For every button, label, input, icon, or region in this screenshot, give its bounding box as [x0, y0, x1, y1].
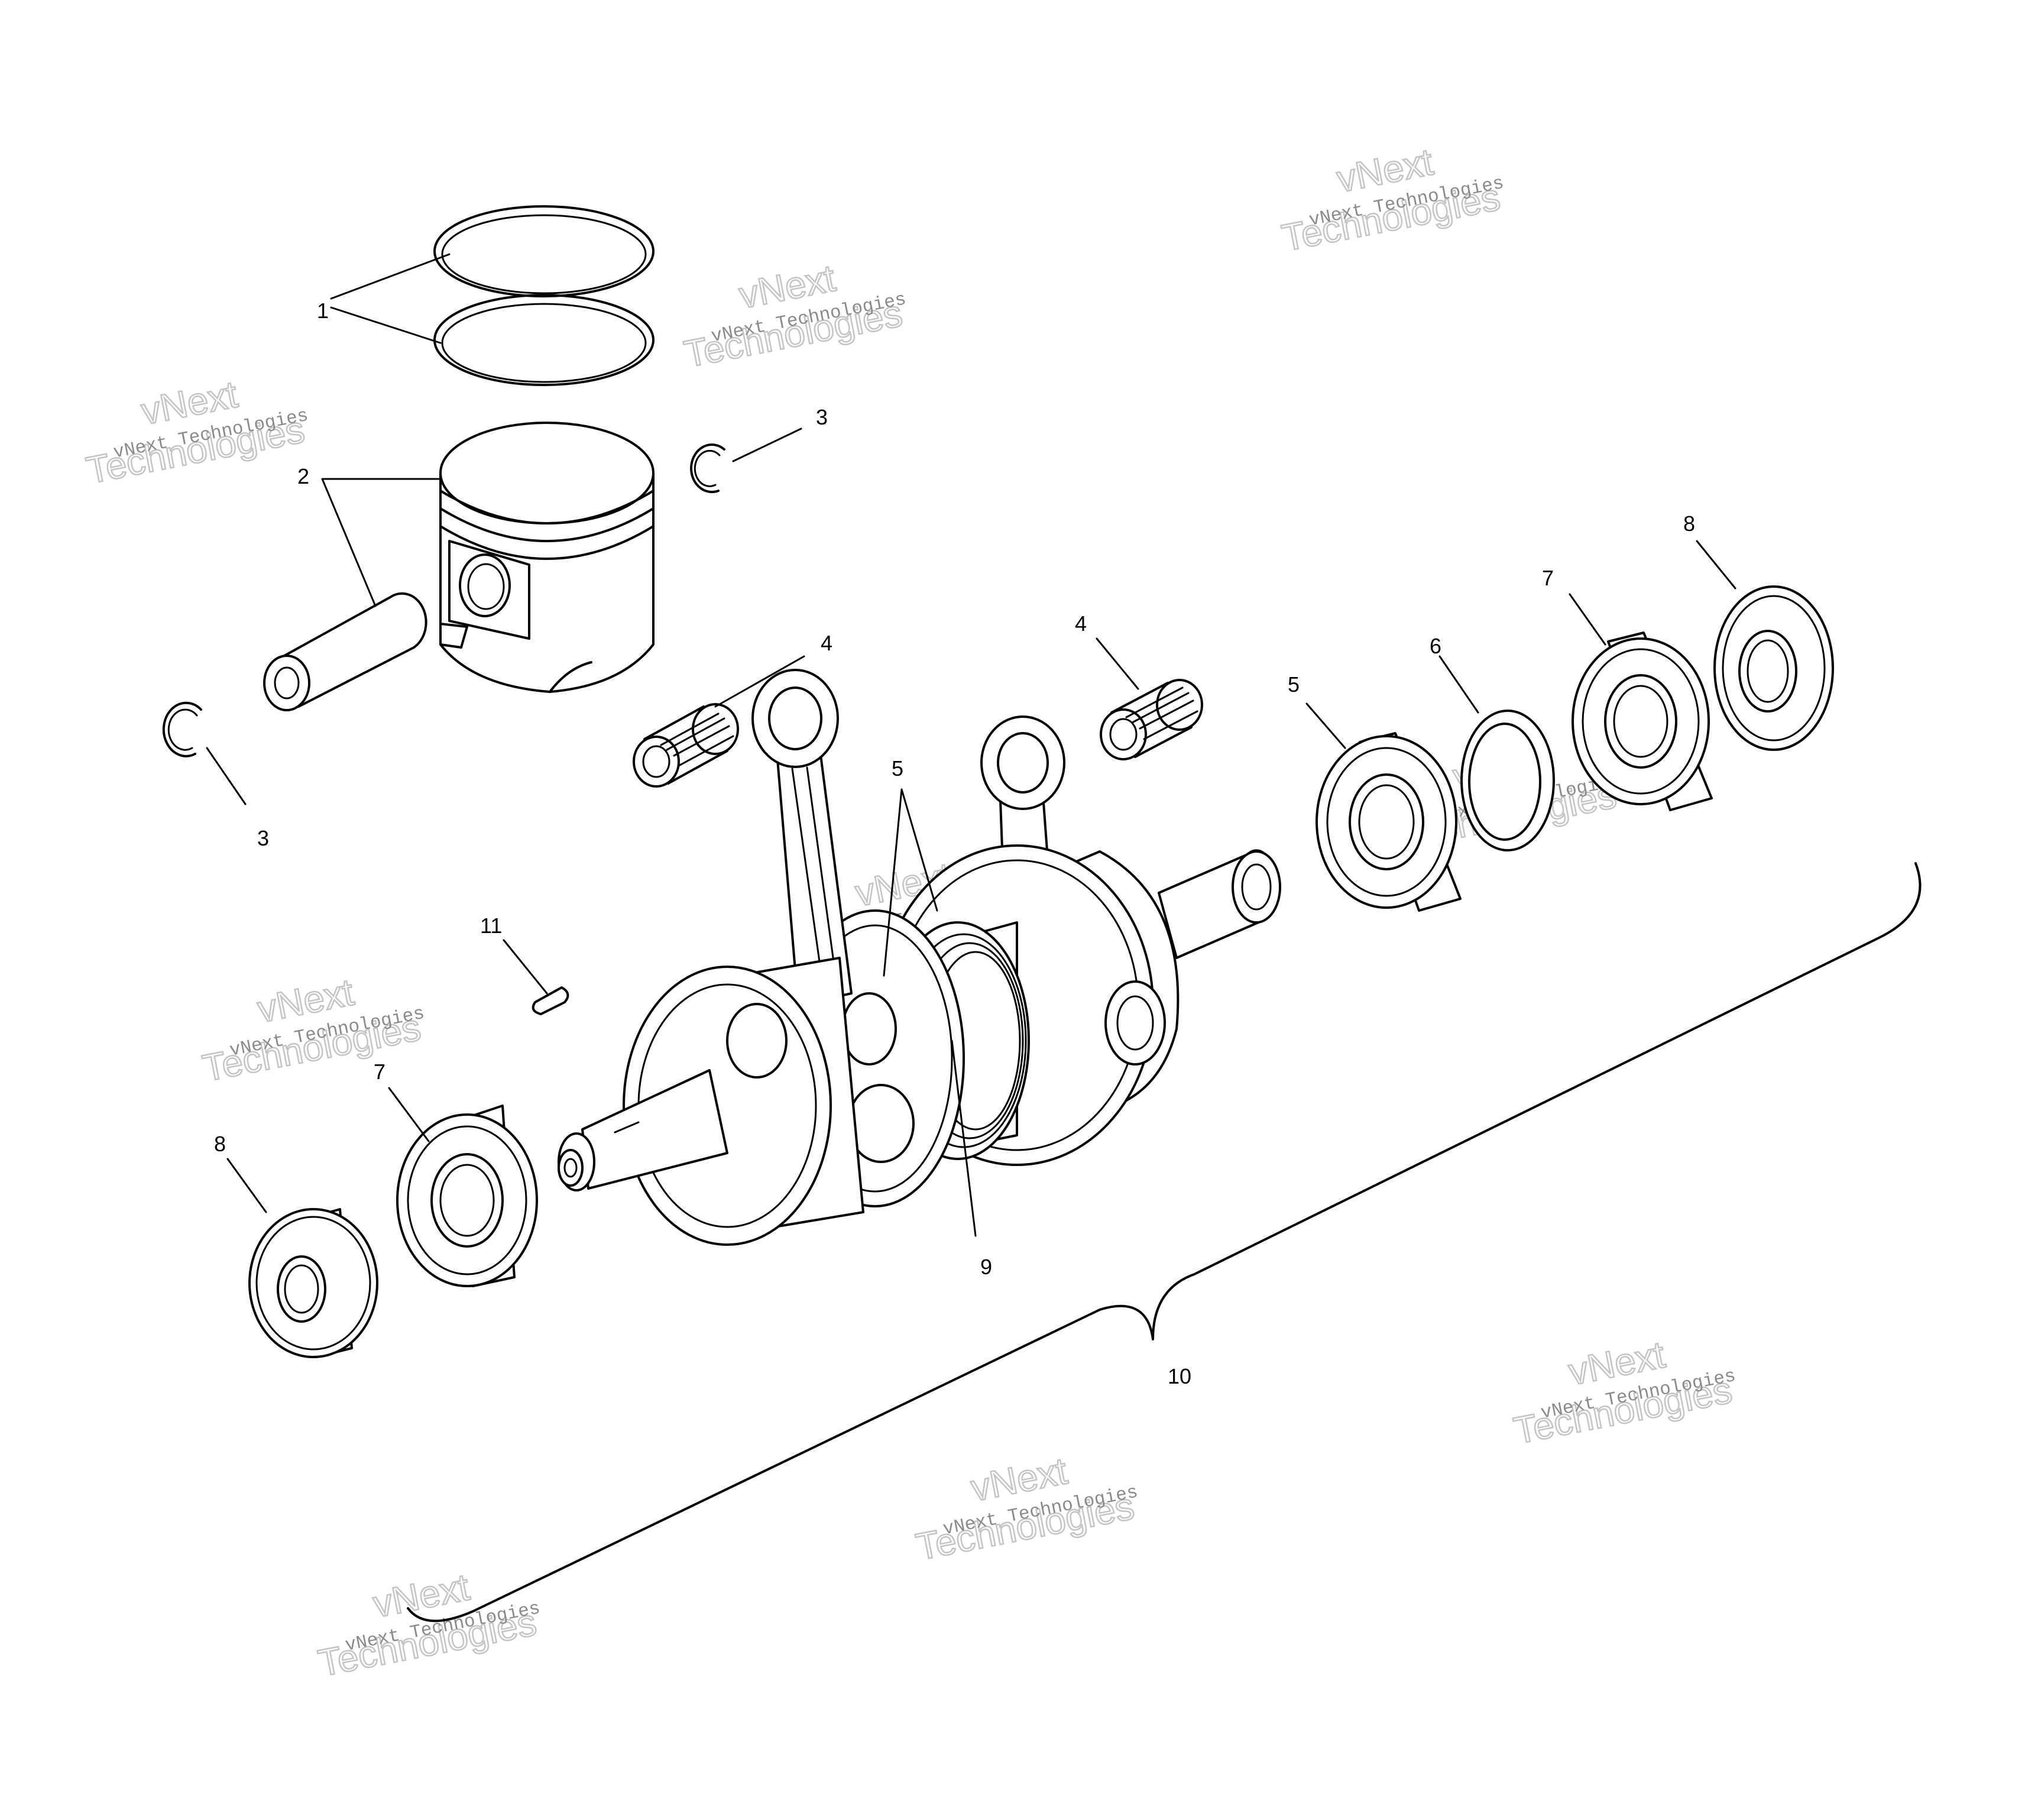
callout-6: 6 [1430, 634, 1441, 658]
assembly-bracket [407, 862, 1922, 1623]
callout-1: 1 [317, 299, 329, 323]
watermark: Technologies vNext vNext Technologies [1278, 140, 1505, 260]
leader-lines [206, 253, 1736, 1237]
needle-bearing-right [1100, 679, 1203, 760]
main-bearing-left [396, 1105, 538, 1287]
callout-10: 10 [1168, 1364, 1191, 1388]
callout-labels: 1 2 3 3 4 4 5 5 6 7 7 8 8 9 10 11 [214, 299, 1695, 1388]
svg-text:vNext: vNext [967, 1449, 1071, 1510]
woodruff-key [532, 986, 569, 1015]
connecting-rod-left [751, 669, 853, 1006]
watermark: Technologies vNext vNext Technologies [1509, 1332, 1737, 1453]
callout-5-center: 5 [892, 756, 903, 781]
piston [439, 422, 655, 693]
crank-seal-left [248, 1208, 378, 1358]
piston-ring-lower [433, 294, 655, 386]
callout-7-left: 7 [374, 1060, 385, 1084]
shim-washer [1460, 710, 1555, 851]
watermark: Technologies vNext vNext Technologies [912, 1449, 1139, 1569]
needle-bearing-left [633, 703, 739, 788]
watermark-layer: Technologies vNext vNext Technologies Te… [82, 140, 1738, 1685]
watermark: Technologies vNext vNext Technologies [82, 372, 310, 493]
circlip-left [162, 701, 202, 757]
crank-seal-right [1713, 585, 1834, 751]
callout-7-right: 7 [1542, 566, 1554, 590]
watermark: Technologies vNext vNext Technologies [314, 1565, 542, 1685]
circlip-right [690, 443, 725, 493]
callout-4-left: 4 [821, 631, 832, 655]
callout-3-left: 3 [257, 826, 269, 850]
callout-4-right: 4 [1075, 611, 1087, 636]
piston-ring-upper [433, 205, 655, 297]
callout-8-right: 8 [1683, 511, 1695, 536]
main-bearing-right-outer [1572, 632, 1713, 811]
callout-8-left: 8 [214, 1132, 226, 1156]
callout-5-right: 5 [1288, 672, 1300, 697]
main-bearing-right-inner [1316, 732, 1462, 912]
wrist-pin [263, 592, 427, 711]
callout-2: 2 [297, 464, 309, 488]
callout-9: 9 [980, 1255, 992, 1279]
callout-11: 11 [480, 914, 502, 938]
callout-3-right: 3 [816, 405, 828, 429]
watermark: Technologies vNext vNext Technologies [199, 970, 426, 1090]
watermark: Technologies vNext vNext Technologies [680, 255, 908, 376]
crankshaft-assembly [558, 669, 1281, 1246]
